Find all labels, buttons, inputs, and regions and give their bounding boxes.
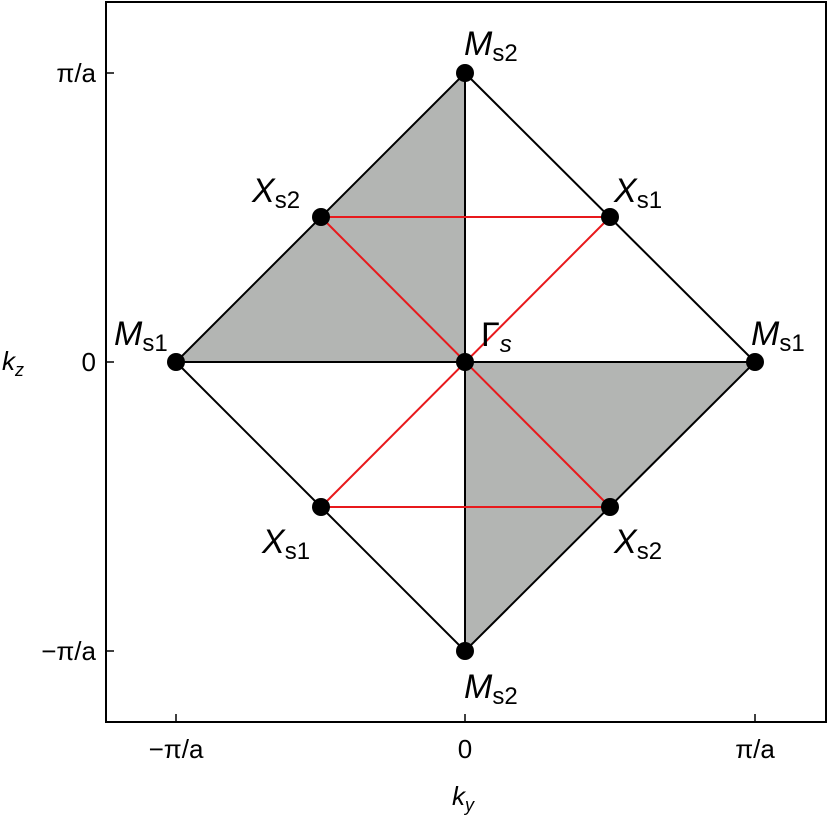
label-ms2-bottom: Ms2 [464, 668, 518, 710]
point-gamma [456, 353, 474, 371]
point-xs1-lower [312, 498, 330, 516]
label-gamma: Γs [481, 316, 512, 358]
label-ms2-top: Ms2 [464, 25, 518, 67]
point-ms2-bottom [456, 642, 474, 660]
y-tick-label-pos: π/a [56, 58, 96, 88]
label-ms1-right: Ms1 [751, 315, 805, 357]
x-tick-label-neg: −π/a [149, 734, 204, 764]
x-axis-label: ky [452, 781, 475, 815]
point-xs1-upper [601, 208, 619, 226]
x-tick-label-zero: 0 [458, 734, 472, 764]
y-axis-label: kz [2, 346, 24, 380]
label-xs1-upper: Xs1 [613, 172, 662, 214]
x-axis-ticks [175, 714, 756, 722]
point-ms2-top [456, 64, 474, 82]
label-ms1-left: Ms1 [114, 315, 168, 357]
label-xs2-lower: Xs2 [613, 523, 662, 565]
y-tick-label-neg: −π/a [41, 636, 96, 666]
y-tick-label-zero: 0 [82, 347, 96, 377]
point-ms1-right [746, 353, 764, 371]
label-xs1-lower: Xs1 [261, 523, 310, 565]
high-symmetry-points [167, 64, 764, 660]
point-xs2-upper [312, 208, 330, 226]
x-tick-label-pos: π/a [735, 734, 775, 764]
point-xs2-lower [601, 498, 619, 516]
point-ms1-left [167, 353, 185, 371]
y-axis-ticks [106, 72, 114, 652]
label-xs2-upper: Xs2 [251, 172, 300, 214]
